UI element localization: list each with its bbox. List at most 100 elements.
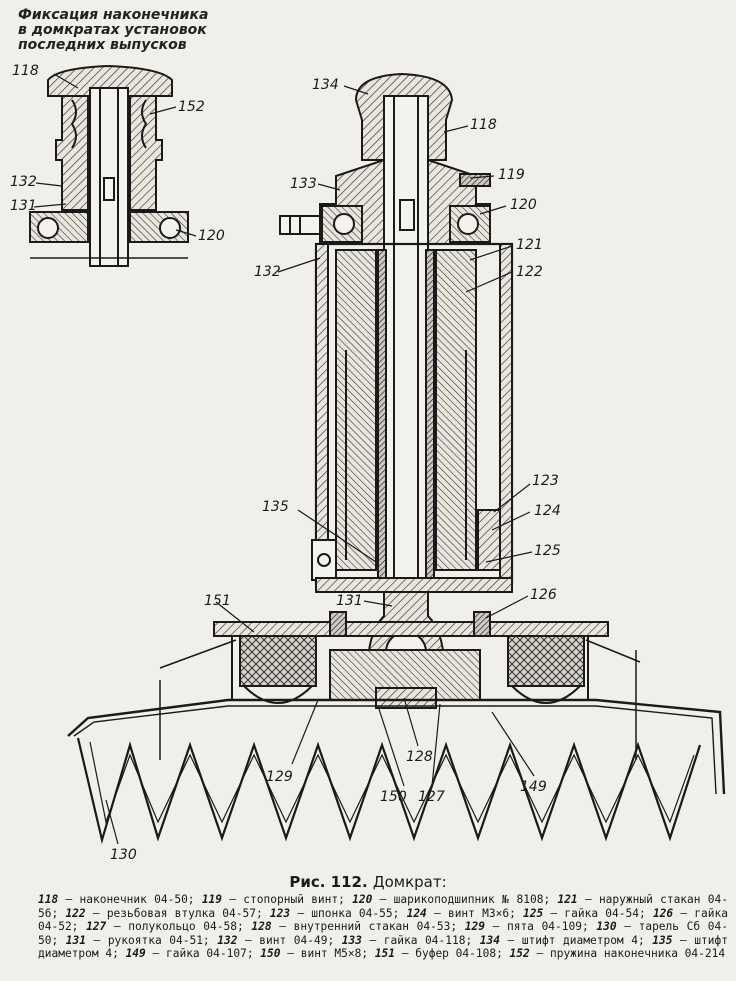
legend-part-number: 128 (251, 920, 272, 934)
leader-lines (33, 73, 535, 845)
legend-part-description: — шпонка 04-55; (290, 906, 407, 920)
inset-detail (29, 64, 189, 267)
callout-124: 124 (534, 503, 561, 519)
legend-part-number: 124 (406, 906, 427, 920)
legend-part-number: 132 (217, 933, 238, 947)
legend-part-number: 126 (652, 906, 674, 920)
figure-number: Рис. 112. (289, 873, 368, 891)
legend-part-number: 150 (260, 947, 281, 961)
legend-part-number: 152 (509, 947, 530, 961)
legend-entry: 132 — винт 04-49; (217, 934, 342, 947)
inset-title: Фиксация наконечника в домкратах установ… (18, 8, 218, 53)
legend-entry: 118 — наконечник 04-50; (38, 893, 202, 906)
legend-part-description: — гайка 04-52; (38, 906, 729, 934)
callout-150: 150 (380, 789, 407, 805)
legend-entry: 131 — рукоятка 04-51; (66, 934, 217, 947)
legend-part-description: — винт 04-49; (237, 933, 342, 947)
legend-part-description: — пята 04-109; (484, 920, 597, 934)
callout-inset-131: 131 (10, 198, 37, 214)
callout-129: 129 (266, 769, 293, 785)
legend-entry: 122 — резьбовая втулка 04-57; (65, 907, 269, 920)
legend-part-number: 130 (596, 920, 617, 934)
legend-part-description: — внутренний стакан 04-53; (271, 920, 465, 934)
legend-part-description: — наконечник 04-50; (58, 893, 202, 906)
legend-part-number: 118 (38, 893, 59, 906)
legend-part-number: 135 (652, 933, 673, 947)
parts-legend: 118 — наконечник 04-50; 119 — стопорный … (38, 893, 728, 961)
legend-part-description: — винт М3×6; (426, 906, 524, 920)
callout-134: 134 (312, 77, 339, 93)
legend-part-number: 129 (464, 920, 485, 934)
legend-part-description: — стопорный винт; (222, 893, 353, 906)
inset-title-line-2: в домкратах установок (18, 22, 207, 38)
legend-entry: 121 — наружный стакан 04-56; (38, 893, 728, 920)
legend-entry: 126 — гайка 04-52; (38, 907, 728, 934)
legend-entry: 124 — винт М3×6; (407, 907, 523, 920)
legend-part-number: 151 (374, 947, 396, 961)
jack-assembly-drawing (29, 64, 726, 845)
legend-part-number: 131 (65, 933, 86, 947)
legend-part-description: — резьбовая втулка 04-57; (85, 906, 270, 920)
legend-part-description: — полукольцо 04-58; (106, 920, 252, 934)
legend-entry: 128 — внутренний стакан 04-53; (251, 920, 464, 933)
callout-126: 126 (530, 587, 557, 603)
legend-part-number: 127 (86, 920, 107, 934)
legend-entry: 133 — гайка 04-118; (342, 934, 480, 947)
callout-121: 121 (516, 237, 543, 253)
legend-part-number: 122 (65, 906, 86, 920)
legend-part-number: 134 (479, 933, 500, 947)
legend-part-number: 125 (523, 906, 544, 920)
callout-119: 119 (498, 167, 525, 183)
legend-part-number: 121 (557, 893, 578, 906)
callout-inset-152: 152 (178, 99, 205, 115)
legend-entry: 129 — пята 04-109; (465, 920, 597, 933)
inset-title-line-1: Фиксация наконечника (18, 7, 209, 23)
callout-123: 123 (532, 473, 559, 489)
legend-entry: 149 — гайка 04-107; (126, 947, 261, 960)
legend-entry: 152 — пружина наконечника 04-214 (510, 947, 726, 960)
callout-120: 120 (510, 197, 537, 213)
callout-128: 128 (406, 749, 433, 765)
legend-part-description: — шарикоподшипник № 8108; (372, 893, 558, 906)
legend-part-description: — рукоятка 04-51; (85, 933, 218, 947)
callout-127: 127 (418, 789, 445, 805)
legend-part-description: — винт М5×8; (280, 947, 375, 961)
legend-entry: 127 — полукольцо 04-58; (86, 920, 251, 933)
callout-118: 118 (470, 117, 497, 133)
legend-entry: 130 — тарель Сб 04-50; (38, 920, 728, 947)
legend-part-description: — наружный стакан 04-56; (38, 893, 728, 920)
callout-151: 151 (204, 593, 231, 609)
legend-part-description: — гайка 04-118; (361, 933, 480, 947)
callout-125: 125 (534, 543, 561, 559)
legend-part-description: — тарель Сб 04-50; (38, 920, 728, 947)
legend-part-number: 120 (352, 893, 373, 906)
legend-part-number: 119 (201, 893, 223, 906)
legend-entry: 135 — штифт диаметром 4; (38, 934, 728, 961)
legend-entry: 125 — гайка 04-54; (523, 907, 653, 920)
legend-entry: 120 — шарикоподшипник № 8108; (352, 893, 557, 906)
callout-131: 131 (336, 593, 363, 609)
legend-entry: 134 — штифт диаметром 4; (480, 934, 652, 947)
inset-title-line-3: последних выпусков (18, 37, 187, 53)
legend-part-description: — гайка 04-54; (543, 906, 653, 920)
callout-130: 130 (110, 847, 137, 863)
legend-part-description: — гайка 04-107; (145, 947, 261, 961)
callout-122: 122 (516, 264, 543, 280)
callout-149: 149 (520, 779, 547, 795)
callout-132: 132 (254, 264, 281, 280)
legend-part-description: — штифт диаметром 4; (499, 933, 653, 947)
callout-135: 135 (262, 499, 289, 515)
figure-caption-title: Рис. 112. Домкрат: (0, 873, 736, 891)
legend-part-number: 149 (125, 947, 146, 961)
figure-title: Домкрат: (372, 873, 447, 891)
legend-part-description: — штифт диаметром 4; (38, 933, 728, 961)
legend-part-number: 123 (269, 906, 291, 920)
callout-inset-132: 132 (10, 174, 37, 190)
legend-part-description: — буфер 04-108; (395, 947, 510, 961)
callout-inset-120: 120 (198, 228, 225, 244)
legend-entry: 119 — стопорный винт; (202, 893, 352, 906)
legend-part-number: 133 (341, 933, 362, 947)
legend-entry: 150 — винт М5×8; (260, 947, 375, 960)
jack-main-section (67, 72, 726, 845)
callout-inset-118: 118 (12, 63, 39, 79)
